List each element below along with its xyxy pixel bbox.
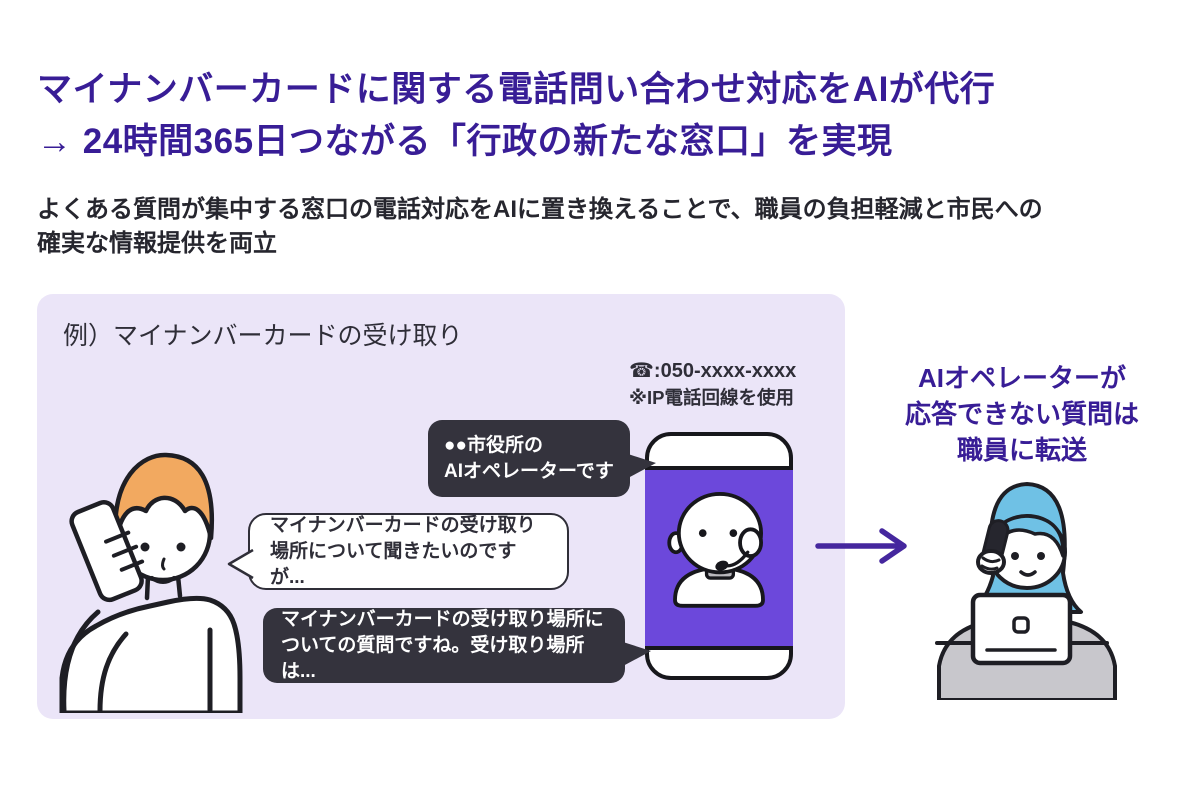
avatar-mic (715, 560, 729, 571)
bubble-tail-right-icon (623, 642, 651, 666)
avatar-eye-right (729, 529, 738, 537)
chat-bubble-ai-answer-text: マイナンバーカードの受け取り場所に ついての質問ですね。受け取り場所は... (281, 608, 604, 682)
chat-bubble-citizen-question-text: マイナンバーカードの受け取り 場所について聞きたいのですが... (270, 514, 536, 588)
avatar-headset-earpiece (738, 527, 763, 558)
citizen-hair (113, 452, 215, 546)
bubble-tail-left-icon (227, 549, 254, 579)
transfer-note: AIオペレーターが 応答できない質問は 職員に転送 (904, 363, 1139, 465)
operator-mouth (1019, 570, 1037, 577)
citizen-eye-right (176, 542, 186, 552)
citizen-arm-outer (61, 609, 101, 713)
bubble-tail-right-icon (628, 454, 656, 478)
citizen-shirt (59, 595, 243, 713)
staff-operator-illustration (935, 482, 1117, 700)
phone-number-caption: ☎:050-xxxx-xxxx ※IP電話回線を使用 (629, 358, 796, 411)
operator-eye-left (1011, 552, 1019, 560)
chat-bubble-ai-answer: マイナンバーカードの受け取り場所に ついての質問ですね。受け取り場所は... (263, 608, 651, 683)
phone-number: ☎:050-xxxx-xxxx (629, 360, 797, 382)
avatar-body (673, 565, 765, 608)
chat-bubble-citizen-question: マイナンバーカードの受け取り 場所について聞きたいのですが... (227, 513, 569, 590)
smartphone-illustration (645, 432, 793, 680)
example-panel: 例）マイナンバーカードの受け取り ☎:050-xxxx-xxxx ※IP電話回線… (37, 294, 845, 719)
avatar-eye-left (698, 529, 707, 537)
citizen-mouth (150, 576, 176, 584)
citizen-eye-left (140, 542, 150, 552)
laptop-logo (1012, 616, 1030, 634)
operator-fingers (980, 556, 1001, 571)
citizen-nose (161, 557, 166, 571)
citizen-handset (69, 500, 144, 603)
citizen-fingers (104, 530, 145, 572)
transfer-arrow-icon (815, 528, 907, 564)
operator-eye-right (1037, 552, 1045, 560)
phone-screen (645, 466, 793, 650)
citizen-arm-inner (97, 631, 129, 713)
example-panel-label: 例）マイナンバーカードの受け取り (63, 322, 463, 350)
page-title: マイナンバーカードに関する電話問い合わせ対応をAIが代行 → 24時間365日つ… (37, 70, 996, 161)
phone-line-note: ※IP電話回線を使用 (629, 387, 794, 408)
chat-bubble-ai-greeting-text: ●●市役所の AIオペレーターです (444, 434, 614, 482)
avatar-head (676, 492, 763, 575)
ai-operator-avatar-icon (667, 492, 765, 608)
page-subtitle: よくある質問が集中する窓口の電話対応をAIに置き換えることで、職員の負担軽減と市… (37, 196, 1043, 257)
chat-bubble-ai-greeting: ●●市役所の AIオペレーターです (428, 420, 656, 497)
citizen-caller-illustration (59, 452, 243, 713)
